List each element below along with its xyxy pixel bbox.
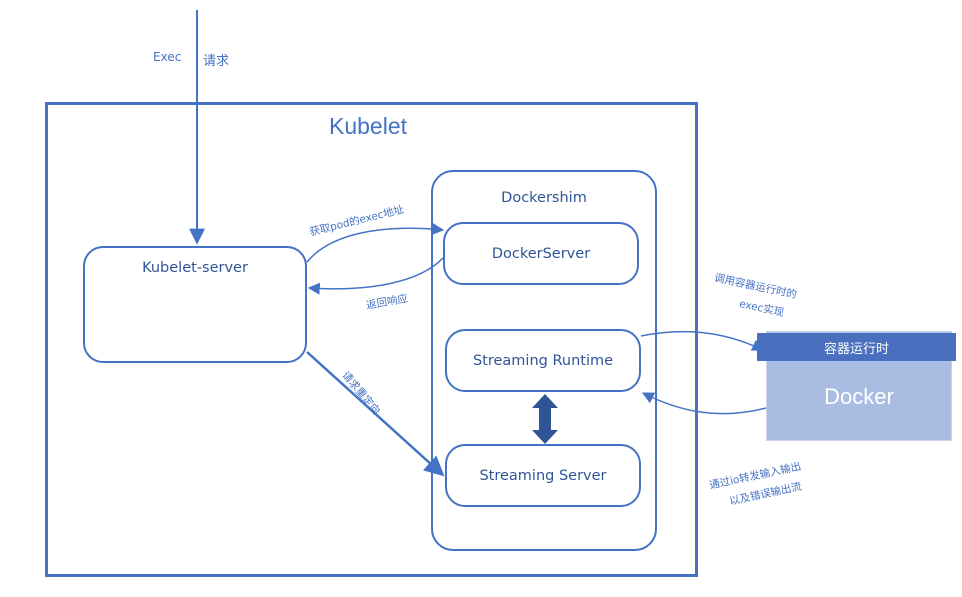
docker-server-label: DockerServer xyxy=(491,245,591,262)
bidirectional-arrow xyxy=(532,394,558,444)
kubelet-frame xyxy=(45,102,698,577)
docker-label: Docker xyxy=(824,384,894,409)
io-forward-arrow xyxy=(641,392,767,415)
return-response-arrow xyxy=(307,257,444,295)
streaming-runtime-label: Streaming Runtime xyxy=(472,352,614,369)
kubelet-server-box xyxy=(83,246,307,363)
dockershim-title: Dockershim xyxy=(501,190,587,206)
get-exec-addr-arrow xyxy=(306,223,445,263)
runtime-header: 容器运行时 xyxy=(757,333,956,361)
kubelet-server-label: Kubelet-server xyxy=(142,260,248,276)
streaming-server-label: Streaming Server xyxy=(479,467,607,484)
kubelet-title: Kubelet xyxy=(329,113,408,139)
streaming-runtime-box: Streaming Runtime xyxy=(445,329,641,392)
request-label: 请求 xyxy=(203,54,230,69)
exec-label: Exec xyxy=(153,50,182,64)
redirect-arrow xyxy=(306,351,445,477)
docker-server-box: DockerServer xyxy=(443,222,639,285)
dockershim-box xyxy=(431,170,657,551)
streaming-server-box: Streaming Server xyxy=(445,444,641,507)
call-runtime-arrow xyxy=(640,330,765,351)
